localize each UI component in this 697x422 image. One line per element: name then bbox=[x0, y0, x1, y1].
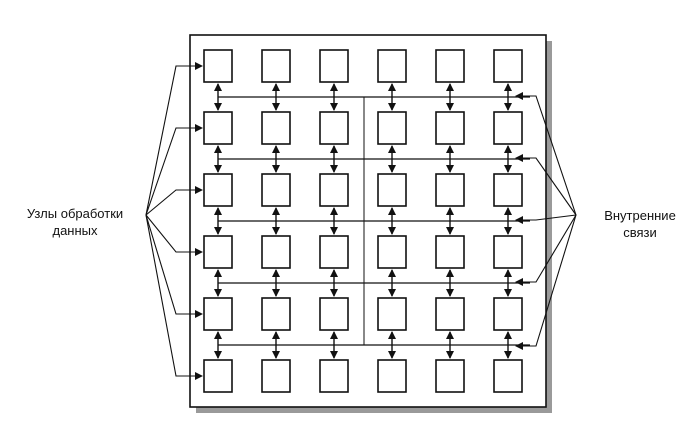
link-pointer-arrow-5 bbox=[515, 214, 577, 350]
processing-node bbox=[319, 359, 349, 393]
processing-node bbox=[319, 111, 349, 145]
processing-node bbox=[261, 359, 291, 393]
link-pointer-arrow-3 bbox=[515, 214, 577, 224]
processing-node bbox=[435, 173, 465, 207]
processing-node bbox=[203, 173, 233, 207]
processing-node bbox=[261, 235, 291, 269]
link-pointer-arrow-1 bbox=[515, 92, 577, 216]
node-pointer-arrow-6 bbox=[145, 214, 203, 380]
processing-node bbox=[493, 359, 523, 393]
processing-node bbox=[493, 111, 523, 145]
processing-nodes-label-line2: данных bbox=[52, 223, 98, 238]
processing-node bbox=[203, 235, 233, 269]
processing-node bbox=[319, 297, 349, 331]
node-pointer-arrow-2 bbox=[145, 124, 203, 216]
internal-links-label-line1: Внутренние bbox=[604, 208, 676, 223]
processing-node bbox=[319, 235, 349, 269]
processing-node bbox=[435, 235, 465, 269]
processing-node bbox=[493, 173, 523, 207]
internal-links-label-line2: связи bbox=[623, 225, 657, 240]
node-pointer-arrow-4 bbox=[145, 214, 203, 256]
processing-node bbox=[319, 173, 349, 207]
link-pointer-arrow-4 bbox=[515, 214, 577, 286]
internal-links-label: Внутренние связи bbox=[586, 207, 694, 241]
processing-node bbox=[435, 111, 465, 145]
processing-node bbox=[261, 111, 291, 145]
processing-node bbox=[261, 297, 291, 331]
processing-node bbox=[493, 49, 523, 83]
link-pointer-arrow-2 bbox=[515, 154, 577, 216]
node-pointer-arrow-3 bbox=[145, 186, 203, 216]
processing-node bbox=[493, 235, 523, 269]
processing-node bbox=[377, 235, 407, 269]
processing-nodes-label: Узлы обработки данных bbox=[6, 205, 144, 239]
processing-node bbox=[261, 173, 291, 207]
node-pointer-arrow-5 bbox=[145, 214, 203, 318]
processing-node bbox=[203, 359, 233, 393]
processing-node bbox=[377, 111, 407, 145]
processing-node bbox=[203, 49, 233, 83]
processing-node bbox=[377, 359, 407, 393]
node-pointer-arrow-1 bbox=[145, 62, 203, 216]
processing-node bbox=[377, 49, 407, 83]
processing-node bbox=[261, 49, 291, 83]
processing-node bbox=[377, 297, 407, 331]
processing-node bbox=[435, 297, 465, 331]
processing-node bbox=[319, 49, 349, 83]
processing-node bbox=[377, 173, 407, 207]
processing-node bbox=[435, 359, 465, 393]
processing-nodes-label-line1: Узлы обработки bbox=[26, 206, 124, 221]
processing-node bbox=[435, 49, 465, 83]
processing-node bbox=[203, 111, 233, 145]
processing-node bbox=[493, 297, 523, 331]
processing-node bbox=[203, 297, 233, 331]
